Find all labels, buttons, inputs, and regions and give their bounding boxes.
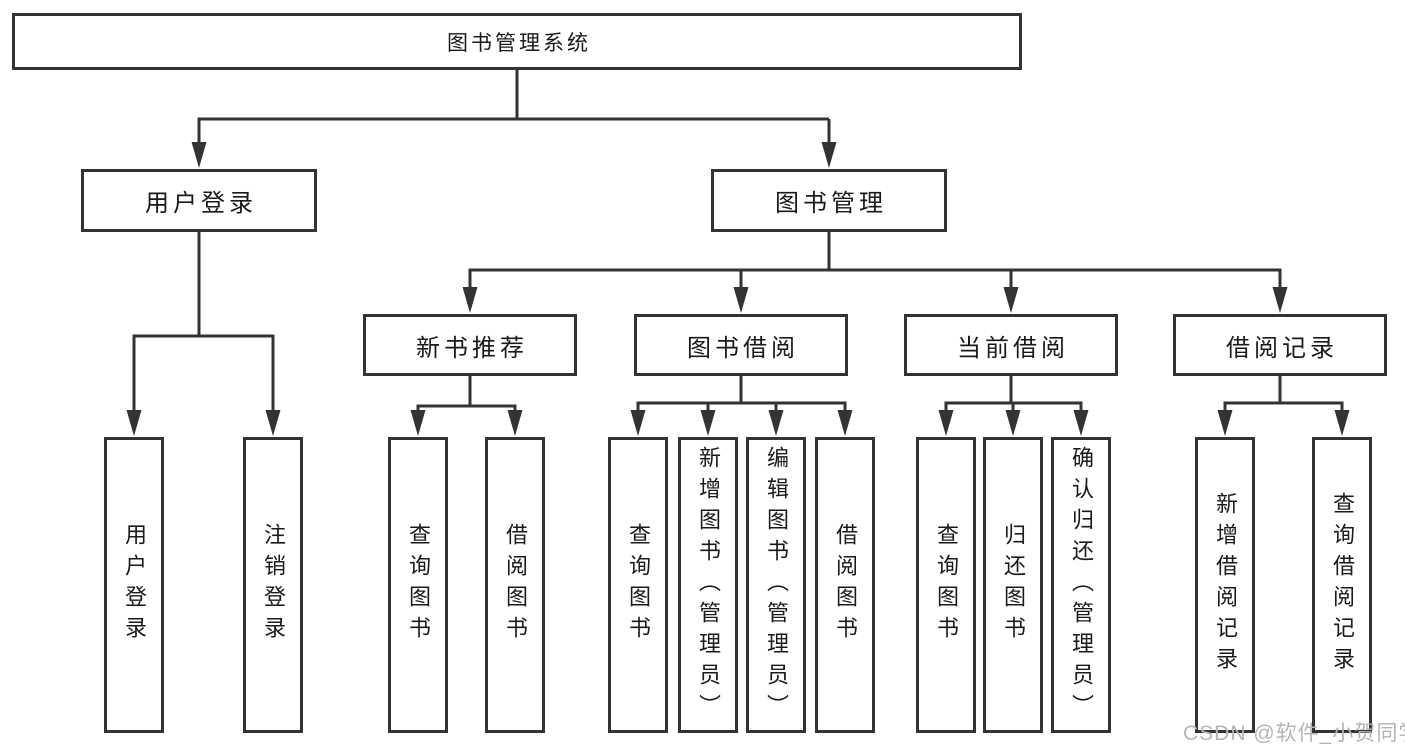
node-borrow-records: 借阅记录 <box>1173 314 1387 376</box>
arrow-down-icon <box>938 410 954 436</box>
leaf-borrow-books-recommend: 借阅图书 <box>485 437 545 733</box>
node-book-management: 图书管理 <box>711 169 947 232</box>
leaf-query-books-recommend: 查询图书 <box>388 437 448 733</box>
connector-root-to-level2 <box>197 70 831 144</box>
leaf-query-books-borrow: 查询图书 <box>608 437 668 733</box>
leaf-confirm-return-admin: 确认归还（管理员） <box>1051 437 1111 733</box>
node-book-borrowing: 图书借阅 <box>634 314 848 376</box>
arrow-down-icon <box>733 287 749 313</box>
leaf-logout-label: 注销登录 <box>261 523 286 647</box>
arrow-down-icon <box>630 410 646 436</box>
connector-userlogin-to-leaves <box>132 232 275 414</box>
arrow-down-icon <box>462 287 478 313</box>
leaf-query-books-current: 查询图书 <box>916 437 976 733</box>
leaf-query-books-borrow-label: 查询图书 <box>626 523 651 647</box>
arrow-down-icon <box>1334 410 1350 436</box>
leaf-query-borrow-record-label: 查询借阅记录 <box>1330 492 1355 678</box>
leaf-add-book-admin-label: 新增图书（管理员） <box>696 445 721 725</box>
leaf-confirm-return-admin-label: 确认归还（管理员） <box>1069 445 1094 725</box>
connector-records-to-leaves <box>1223 376 1344 414</box>
connector-current-to-leaves <box>944 376 1083 414</box>
arrow-down-icon <box>1073 410 1089 436</box>
arrow-down-icon <box>768 410 784 436</box>
connector-recommend-to-leaves <box>416 376 517 414</box>
arrow-down-icon <box>1272 287 1288 313</box>
node-user-login: 用户登录 <box>81 169 317 232</box>
node-new-book-recommend: 新书推荐 <box>363 314 577 376</box>
leaf-edit-book-admin-label: 编辑图书（管理员） <box>764 445 789 725</box>
leaf-return-books-label: 归还图书 <box>1001 523 1026 647</box>
arrow-down-icon <box>507 410 523 436</box>
node-root: 图书管理系统 <box>12 13 1022 70</box>
arrow-down-icon <box>410 410 426 436</box>
leaf-borrow-books: 借阅图书 <box>815 437 875 733</box>
leaf-user-login-label: 用户登录 <box>122 523 147 647</box>
leaf-query-borrow-record: 查询借阅记录 <box>1312 437 1372 733</box>
leaf-user-login: 用户登录 <box>104 437 164 733</box>
leaf-edit-book-admin: 编辑图书（管理员） <box>746 437 806 733</box>
leaf-logout: 注销登录 <box>243 437 303 733</box>
leaf-borrow-books-label: 借阅图书 <box>833 523 858 647</box>
leaf-add-borrow-record-label: 新增借阅记录 <box>1213 492 1238 678</box>
arrow-down-icon <box>1005 410 1021 436</box>
leaf-query-books-recommend-label: 查询图书 <box>406 523 431 647</box>
arrow-down-icon <box>126 410 142 436</box>
leaf-add-book-admin: 新增图书（管理员） <box>678 437 738 733</box>
connector-bookmgmt-to-level3 <box>468 232 1282 290</box>
leaf-return-books: 归还图书 <box>983 437 1043 733</box>
watermark: CSDN @软件_小贺同学 <box>1183 722 1405 745</box>
arrow-down-icon <box>837 410 853 436</box>
arrow-down-icon <box>700 410 716 436</box>
leaf-query-books-current-label: 查询图书 <box>934 523 959 647</box>
leaf-add-borrow-record: 新增借阅记录 <box>1195 437 1255 733</box>
connector-borrowing-to-leaves <box>636 376 847 414</box>
arrow-down-icon <box>1003 287 1019 313</box>
node-current-borrowing: 当前借阅 <box>904 314 1118 376</box>
arrowheads <box>126 142 1350 436</box>
arrow-down-icon <box>1217 410 1233 436</box>
leaf-borrow-books-recommend-label: 借阅图书 <box>503 523 528 647</box>
arrow-down-icon <box>265 410 281 436</box>
arrow-down-icon <box>821 142 837 168</box>
arrow-down-icon <box>191 142 207 168</box>
